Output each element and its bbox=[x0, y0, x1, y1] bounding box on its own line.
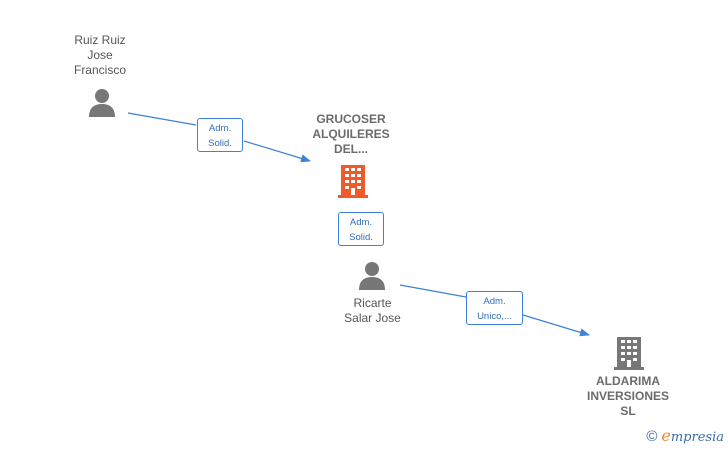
edge-label-adm-unico[interactable]: Adm. Unico,... bbox=[466, 291, 523, 325]
edge-label-adm-solid-1[interactable]: Adm. Solid. bbox=[197, 118, 243, 152]
company-label-aldarima: ALDARIMA INVERSIONES SL bbox=[586, 374, 670, 418]
copyright-symbol: © bbox=[646, 428, 658, 445]
edge-person1-company1 bbox=[127, 112, 310, 161]
person-label-ricarte: Ricarte Salar Jose bbox=[344, 296, 401, 325]
person-icon[interactable] bbox=[357, 261, 387, 291]
edge-label-adm-solid-2[interactable]: Adm. Solid. bbox=[338, 212, 384, 246]
building-icon[interactable] bbox=[613, 336, 645, 370]
empresia-logo-initial: e bbox=[661, 426, 671, 445]
company-label-grucoser: GRUCOSER ALQUILERES DEL... bbox=[312, 112, 390, 156]
building-icon[interactable] bbox=[337, 164, 369, 198]
person-label-ruiz: Ruiz Ruiz Jose Francisco bbox=[73, 33, 126, 77]
edge-person2-company2 bbox=[399, 284, 589, 335]
brand-watermark: ©empresia bbox=[646, 426, 724, 445]
empresia-logo-text: mpresia bbox=[670, 430, 724, 445]
person-icon[interactable] bbox=[87, 88, 117, 118]
